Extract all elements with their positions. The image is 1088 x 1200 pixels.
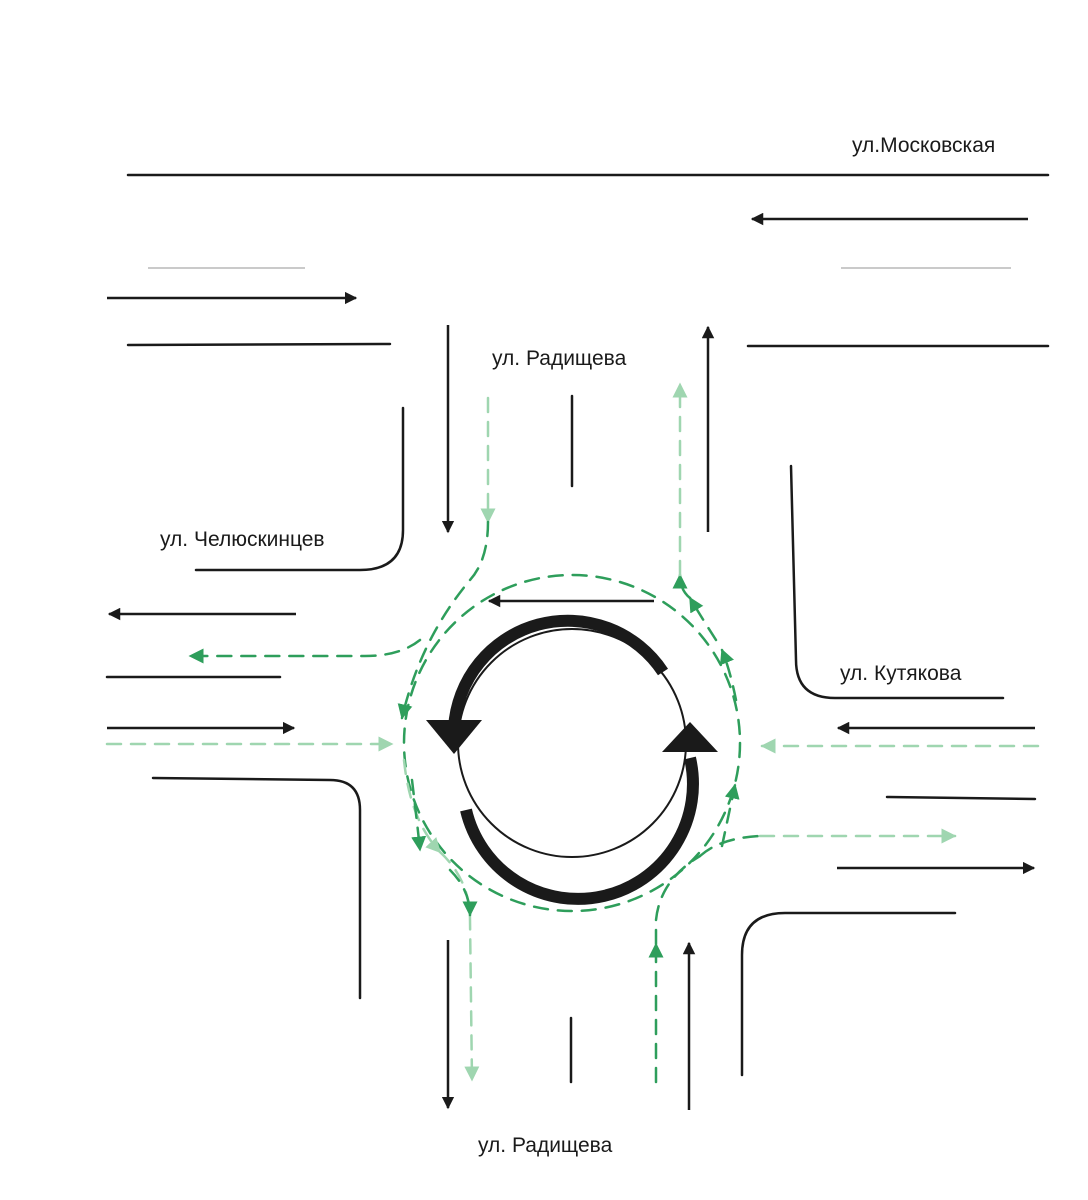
route-north-to-west-curve — [397, 520, 490, 720]
street-label-moskovskaya: ул.Московская — [852, 134, 996, 157]
moskovskaya-west-south-edge — [126, 342, 392, 347]
street-label-radishcheva-north: ул. Радищева — [492, 347, 627, 370]
route-east-inner-ascending — [688, 596, 718, 642]
route-south-exit — [438, 850, 480, 1082]
route-west-inner-descending — [410, 778, 427, 852]
chelyuskintsev-north-curb — [194, 406, 405, 572]
kutyakova-north-curb — [789, 464, 1005, 700]
kutyakova-south-curb — [740, 911, 957, 1077]
roundabout-circular-arrows-icon — [426, 614, 718, 905]
route-west-to-south — [402, 758, 442, 854]
route-east-to-north — [720, 648, 738, 702]
kutyakova-center-line — [885, 795, 1037, 801]
route-ring-to-east-exit — [698, 834, 762, 858]
chelyuskintsev-south-curb — [151, 776, 362, 1000]
ring-outer-dashed — [402, 573, 742, 913]
route-south-entry-to-ring — [654, 854, 702, 946]
roundabout-arc-top — [448, 614, 669, 729]
route-ring-to-west-exit — [188, 638, 422, 664]
street-label-kutyakova: ул. Кутякова — [840, 662, 962, 685]
route-ring-to-north-exit — [672, 573, 692, 600]
route-south-exit-head — [448, 868, 478, 917]
traffic-arrows — [107, 212, 1036, 1110]
green-routes — [105, 382, 1040, 1084]
route-east-ring-ascending — [720, 783, 740, 848]
street-label-radishcheva-south: ул. Радищева — [478, 1134, 613, 1157]
street-label-chelyuskintsev: ул. Челюскинцев — [160, 528, 325, 551]
roundabout-arrowhead-right — [662, 722, 718, 752]
roundabout-arc-bottom — [460, 756, 699, 905]
roundabout-arrowhead-left — [426, 720, 482, 754]
road-lines — [105, 173, 1050, 1084]
